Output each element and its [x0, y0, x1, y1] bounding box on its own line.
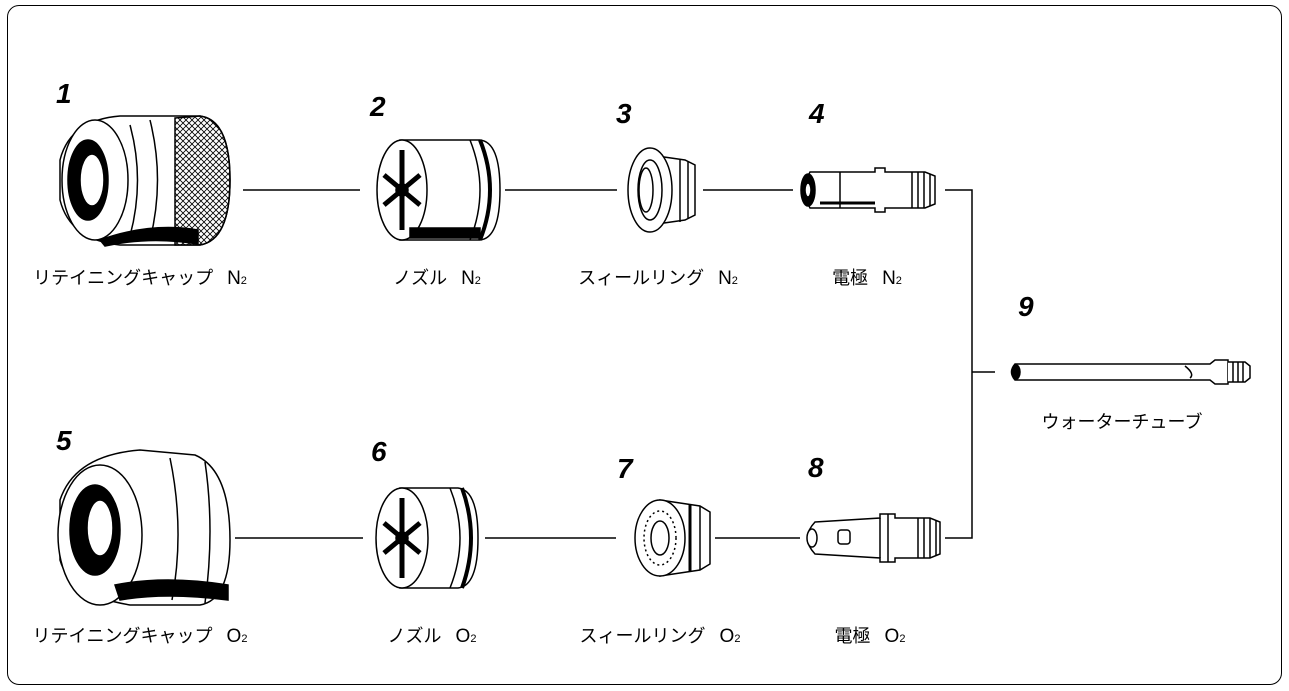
part-name: リテイニングキャップ [32, 626, 213, 647]
part-label-2: ノズル N2 [393, 268, 481, 292]
nozzle-n2-drawing [376, 139, 501, 241]
gas-type: N2 [461, 268, 481, 289]
swirl-ring-n2-drawing [627, 147, 696, 233]
retaining-cap-o2-drawing [57, 449, 231, 606]
part-label-8: 電極 O2 [835, 626, 906, 650]
part-number-5: 5 [56, 425, 72, 456]
part-label-5: リテイニングキャップ O2 [33, 626, 248, 650]
part-label-9: ウォーターチューブ [1042, 412, 1203, 434]
swirl-ring-o2-drawing [634, 499, 711, 577]
retaining-cap-n2-drawing [59, 115, 231, 247]
part-name: ノズル [393, 268, 448, 289]
gas-type: O2 [455, 626, 477, 647]
part-name: ノズル [387, 626, 442, 647]
part-name: 電極 [832, 268, 869, 289]
part-name: ウォーターチューブ [1041, 412, 1203, 433]
diagram-frame [7, 5, 1282, 685]
gas-type: N2 [718, 268, 738, 289]
part-label-7: スィールリング O2 [580, 626, 741, 650]
bracket-line [945, 189, 973, 539]
part-label-4: 電極 N2 [832, 268, 902, 292]
gas-type: O2 [226, 626, 248, 647]
part-name: スィールリング [579, 626, 706, 647]
electrode-n2-drawing [800, 167, 936, 213]
part-number-2: 2 [370, 91, 386, 122]
part-number-9: 9 [1018, 291, 1034, 322]
gas-type: O2 [884, 626, 906, 647]
part-number-8: 8 [808, 452, 824, 483]
part-number-1: 1 [56, 78, 72, 109]
electrode-o2-drawing [806, 513, 941, 563]
part-number-4: 4 [809, 98, 825, 129]
gas-type: O2 [719, 626, 741, 647]
nozzle-o2-drawing [375, 487, 479, 589]
part-name: リテイニングキャップ [33, 268, 214, 289]
part-number-3: 3 [616, 98, 632, 129]
part-name: 電極 [834, 626, 871, 647]
gas-type: N2 [882, 268, 902, 289]
part-label-1: リテイニングキャップ N2 [33, 268, 247, 292]
part-name: スィールリング [578, 268, 705, 289]
part-number-7: 7 [617, 453, 633, 484]
part-label-6: ノズル O2 [388, 626, 477, 650]
part-label-3: スィールリング N2 [578, 268, 738, 292]
part-number-6: 6 [371, 436, 387, 467]
gas-type: N2 [227, 268, 247, 289]
water-tube-drawing [1010, 359, 1251, 385]
